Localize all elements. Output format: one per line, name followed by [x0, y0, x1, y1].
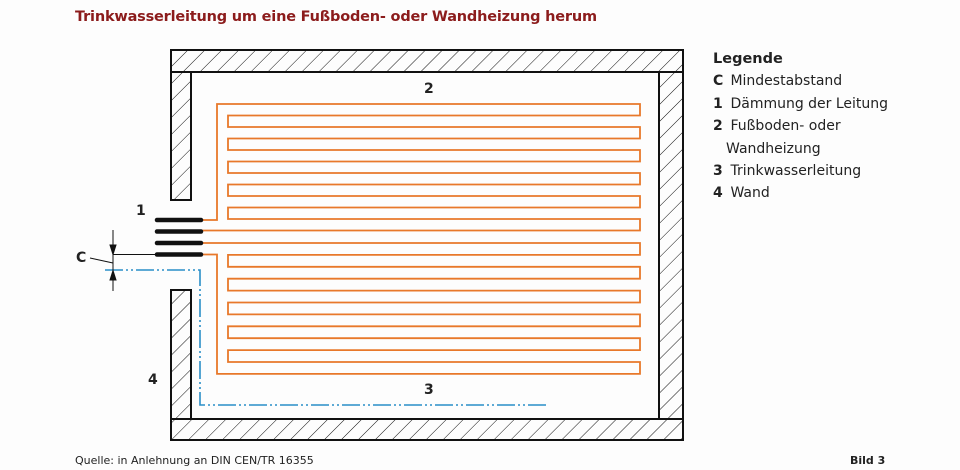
legend-key: 3: [713, 163, 723, 180]
legend-text: Dämmung der Leitung: [730, 95, 889, 112]
legend-text: Wand: [730, 185, 770, 202]
diagram-title: Trinkwasserleitung um eine Fußboden- ode…: [75, 9, 597, 25]
label-4: 4: [148, 372, 158, 388]
source-note: Quelle: in Anlehnung an DIN CEN/TR 16355: [75, 454, 314, 467]
heating-loop-upper: [201, 103, 641, 232]
legend-key: C: [713, 73, 724, 90]
wall-left-upper: [170, 71, 192, 201]
figure-number: Bild 3: [850, 454, 886, 467]
label-1: 1: [136, 203, 146, 219]
leader-line: [89, 257, 114, 264]
drinking-water-pipe: [105, 269, 549, 406]
legend: Legende C Mindestabstand 1 Dämmung der L…: [713, 48, 888, 205]
legend-key: 1: [713, 95, 723, 112]
wall-bottom: [170, 418, 684, 441]
wall-top: [170, 49, 684, 73]
pipe-insulation: [154, 217, 204, 257]
legend-text: Mindestabstand: [730, 73, 843, 90]
wall: [170, 49, 684, 441]
legend-item: C Mindestabstand: [713, 70, 888, 92]
arrow-up-icon: [109, 268, 117, 281]
heating-loop-lower: [201, 242, 641, 375]
legend-item: 3 Trinkwasserleitung: [713, 160, 888, 182]
legend-key: 4: [713, 185, 723, 202]
label-3: 3: [424, 382, 434, 398]
wall-right: [658, 71, 684, 420]
legend-item: 2 Fußboden- oder: [713, 115, 888, 137]
legend-text-cont: Wandheizung: [726, 140, 821, 157]
legend-text: Trinkwasserleitung: [730, 163, 862, 180]
floor-heating-coil: [201, 103, 641, 375]
legend-item: 1 Dämmung der Leitung: [713, 93, 888, 115]
legend-text: Fußboden- oder: [730, 118, 841, 135]
label-c: C: [76, 250, 86, 266]
wall-left-lower: [170, 289, 192, 420]
legend-key: 2: [713, 118, 723, 135]
arrow-down-icon: [109, 244, 117, 257]
legend-heading: Legende: [713, 51, 783, 67]
label-2: 2: [424, 81, 434, 97]
distance-dimension: [89, 230, 157, 291]
legend-item: 4 Wand: [713, 182, 888, 204]
